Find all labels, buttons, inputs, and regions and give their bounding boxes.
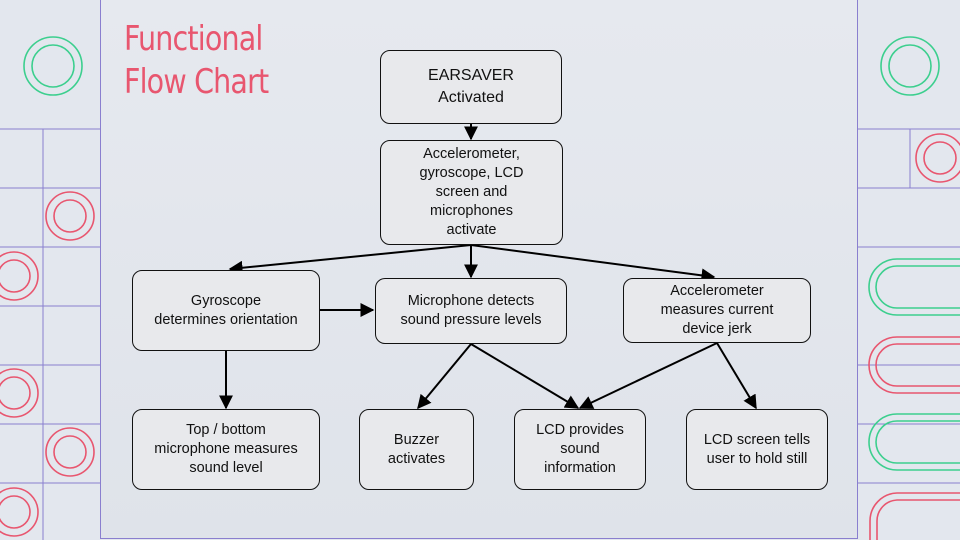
arrow-sensors-to-gyroscope — [228, 244, 472, 275]
node-buzzer: Buzzer activates — [359, 409, 474, 490]
title-line-1: Functional — [124, 19, 263, 59]
arrow-microphone-to-lcd-info — [470, 343, 580, 409]
arrow-sensors-to-accelerometer — [470, 244, 716, 283]
node-top-bottom-microphone: Top / bottom microphone measures sound l… — [132, 409, 320, 490]
arrow-accelerometer-to-lcd-info — [578, 342, 718, 409]
node-gyroscope: Gyroscope determines orientation — [132, 270, 320, 351]
page-title: Functional Flow Chart — [124, 18, 269, 104]
arrow-microphone-to-buzzer — [417, 343, 472, 410]
node-earsaver-activated: EARSAVER Activated — [380, 50, 562, 124]
node-sensors-activate: Accelerometer, gyroscope, LCD screen and… — [380, 140, 563, 245]
node-lcd-hold-still: LCD screen tells user to hold still — [686, 409, 828, 490]
title-line-2: Flow Chart — [124, 62, 269, 102]
arrow-accelerometer-to-lcd-hold — [716, 342, 757, 410]
node-accelerometer: Accelerometer measures current device je… — [623, 278, 811, 343]
node-microphone: Microphone detects sound pressure levels — [375, 278, 567, 344]
node-lcd-sound-info: LCD provides sound information — [514, 409, 646, 490]
